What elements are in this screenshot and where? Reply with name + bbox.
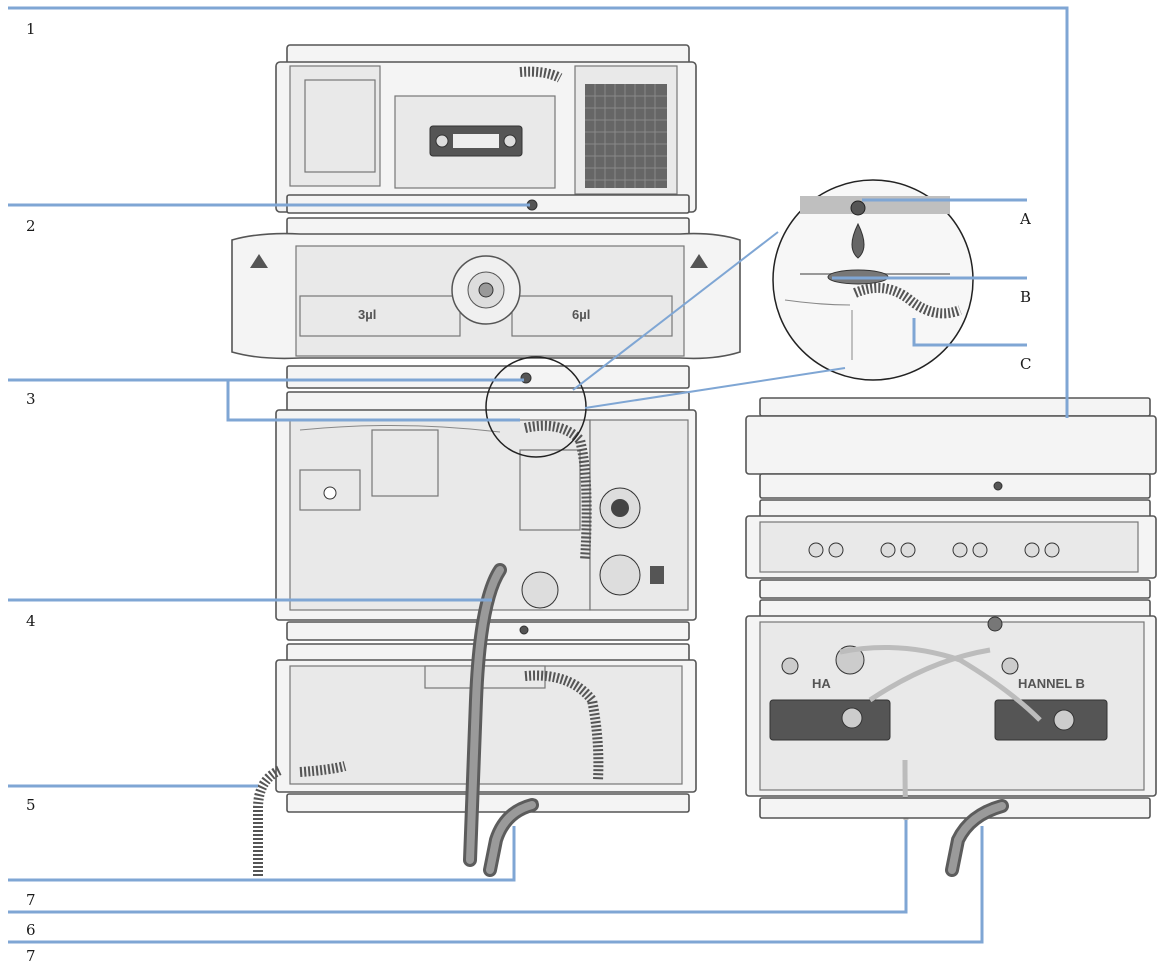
callout-7a: 7 [26,891,36,909]
callout-numbers: 1 2 3 4 5 7 6 7 A B C [26,20,1031,964]
module-1-detector [275,44,697,214]
callout-5: 5 [26,796,36,814]
module-3-compartment [275,391,697,641]
right-stack-waste-tubing [945,799,1009,877]
channel-a-label: HA [812,676,831,691]
leader-C [912,318,1027,347]
module-right-top [745,397,1157,499]
callout-B: B [1020,288,1031,306]
callout-6: 6 [26,921,36,939]
callout-2: 2 [26,217,36,235]
callout-7b: 7 [26,947,36,964]
zoom-connector-lines [572,231,846,409]
callout-3: 3 [26,390,36,408]
sampler-loop-left-label: 3µl [358,307,376,322]
module-2-sampler: 3µl 6µl [231,217,741,389]
callout-C: C [1020,355,1031,373]
module-right-valve-panel [745,499,1157,599]
callout-A: A [1019,210,1031,228]
detail-inset-drip [772,179,974,381]
valve-ports-row [808,542,1060,558]
drip-drop-icon [851,222,865,259]
leader-6 [8,820,908,914]
channel-b-label: HANNEL B [1018,676,1085,691]
left-stack-waste-tubing [253,563,539,877]
module-right-pump: HANNEL B HA [745,599,1157,821]
module-4-bottom [275,643,697,813]
leader-7b [8,826,984,944]
callout-4: 4 [26,612,36,630]
leader-lines [8,6,1069,944]
sampler-loop-right-label: 6µl [572,307,590,322]
leader-3 [8,378,524,422]
leader-1 [8,6,1069,418]
leader-7a [8,826,516,882]
callout-1: 1 [26,20,36,38]
module-1-vent-grid [585,84,667,188]
